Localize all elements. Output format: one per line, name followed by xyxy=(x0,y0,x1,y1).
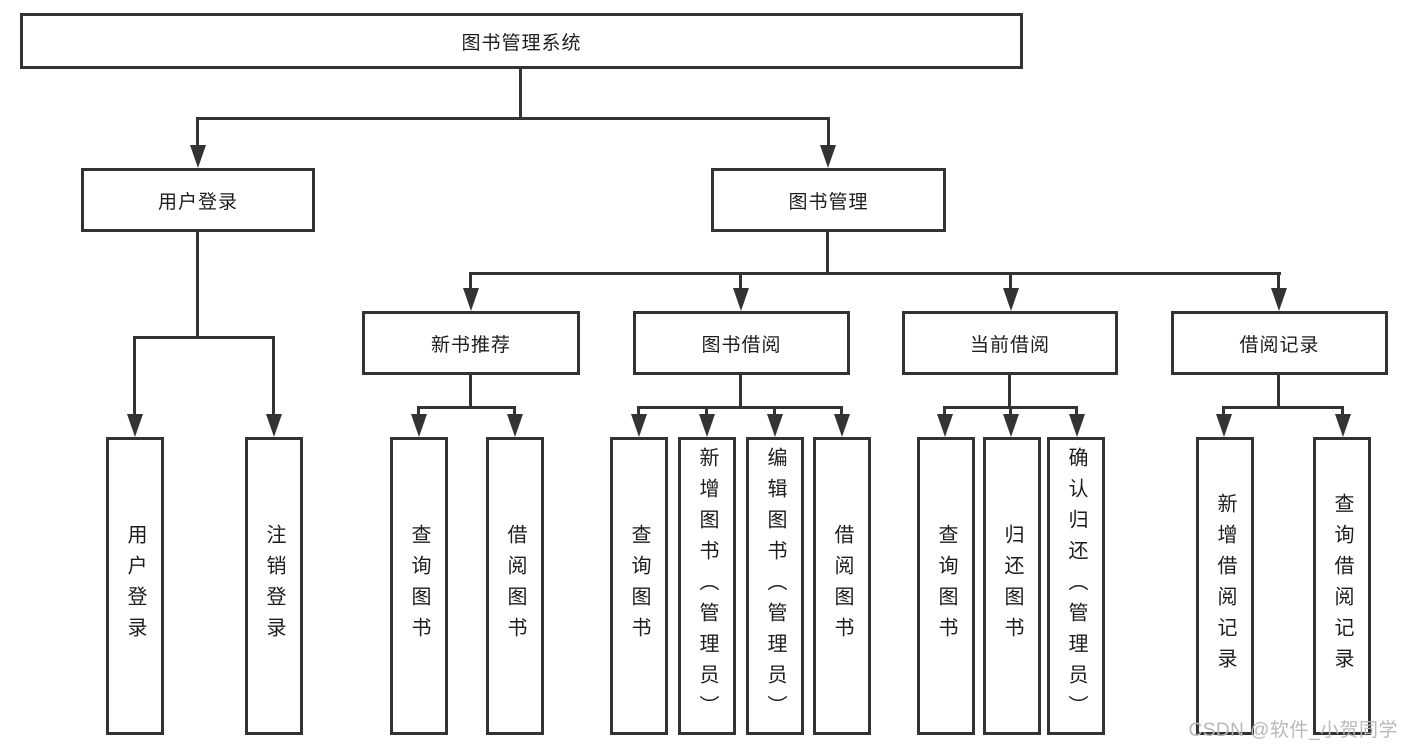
connector-line xyxy=(1009,272,1012,292)
connector-line xyxy=(1222,406,1225,418)
connector-line xyxy=(196,117,199,149)
connector-line xyxy=(739,374,742,408)
arrow-down-icon xyxy=(1003,288,1019,311)
node-current-borrowing: 当前借阅 xyxy=(902,311,1118,375)
arrow-down-icon xyxy=(733,288,749,311)
node-label: 归还图书 xyxy=(1001,524,1023,648)
node-label: 新增图书（管理员） xyxy=(696,446,718,726)
arrow-down-icon xyxy=(1003,414,1019,437)
node-label: 编辑图书（管理员） xyxy=(764,446,786,726)
node-new-book-recommendation: 新书推荐 xyxy=(362,311,580,375)
arrow-down-icon xyxy=(767,414,783,437)
arrow-down-icon xyxy=(127,414,143,437)
node-book-management: 图书管理 xyxy=(711,168,946,232)
arrow-down-icon xyxy=(820,145,836,168)
connector-line xyxy=(469,272,1281,275)
node-label: 确认归还（管理员） xyxy=(1065,446,1087,726)
connector-line xyxy=(840,406,843,418)
connector-line xyxy=(133,336,136,416)
leaf-borrow-books-recommend: 借阅图书 xyxy=(486,437,544,735)
connector-line xyxy=(1341,406,1344,418)
leaf-add-borrow-record: 新增借阅记录 xyxy=(1196,437,1254,735)
node-label: 用户登录 xyxy=(157,191,238,213)
arrow-down-icon xyxy=(631,414,647,437)
arrow-down-icon xyxy=(1335,414,1351,437)
connector-line xyxy=(943,406,946,418)
node-label: 新书推荐 xyxy=(430,334,511,356)
connector-line xyxy=(272,336,275,416)
arrow-down-icon xyxy=(507,414,523,437)
connector-line xyxy=(469,272,472,292)
csdn-watermark: CSDN @软件_小贺同学 xyxy=(1188,720,1398,741)
leaf-confirm-return-admin: 确认归还（管理员） xyxy=(1047,437,1105,735)
node-library-management-system: 图书管理系统 xyxy=(20,13,1023,69)
connector-line xyxy=(773,406,776,418)
arrow-down-icon xyxy=(266,414,282,437)
arrow-down-icon xyxy=(1069,414,1085,437)
arrow-down-icon xyxy=(699,414,715,437)
leaf-borrow-books-borrowing: 借阅图书 xyxy=(813,437,871,735)
connector-line xyxy=(637,406,843,409)
arrow-down-icon xyxy=(190,145,206,168)
arrow-down-icon xyxy=(463,288,479,311)
leaf-user-login: 用户登录 xyxy=(106,437,164,735)
leaf-query-books-current: 查询图书 xyxy=(917,437,975,735)
node-label: 注销登录 xyxy=(263,524,285,648)
node-user-login: 用户登录 xyxy=(81,168,315,232)
node-label: 查询图书 xyxy=(408,524,430,648)
arrow-down-icon xyxy=(411,414,427,437)
leaf-edit-books-admin: 编辑图书（管理员） xyxy=(746,437,804,735)
connector-line xyxy=(705,406,708,418)
node-label: 查询图书 xyxy=(628,524,650,648)
node-label: 图书管理 xyxy=(788,191,869,213)
arrow-down-icon xyxy=(937,414,953,437)
connector-line xyxy=(1222,406,1344,409)
connector-line xyxy=(196,231,199,338)
connector-line xyxy=(1277,272,1280,292)
node-label: 借阅图书 xyxy=(504,524,526,648)
node-label: 查询借阅记录 xyxy=(1331,493,1353,679)
node-label: 借阅图书 xyxy=(831,524,853,648)
arrow-down-icon xyxy=(1271,288,1287,311)
leaf-add-books-admin: 新增图书（管理员） xyxy=(678,437,736,735)
connector-line xyxy=(739,272,742,292)
node-label: 图书借阅 xyxy=(701,334,782,356)
leaf-query-books-recommend: 查询图书 xyxy=(390,437,448,735)
node-label: 当前借阅 xyxy=(969,334,1050,356)
node-borrowing-records: 借阅记录 xyxy=(1171,311,1388,375)
connector-line xyxy=(133,336,275,339)
connector-line xyxy=(826,231,829,274)
arrow-down-icon xyxy=(834,414,850,437)
leaf-return-books: 归还图书 xyxy=(983,437,1041,735)
connector-line xyxy=(1008,374,1011,408)
connector-line xyxy=(637,406,640,418)
node-label: 用户登录 xyxy=(124,524,146,648)
connector-line xyxy=(1075,406,1078,418)
connector-line xyxy=(513,406,516,418)
node-label: 借阅记录 xyxy=(1239,334,1320,356)
arrow-down-icon xyxy=(1216,414,1232,437)
connector-line xyxy=(469,374,472,408)
connector-line xyxy=(1009,406,1012,418)
leaf-query-books-borrowing: 查询图书 xyxy=(610,437,668,735)
leaf-logout: 注销登录 xyxy=(245,437,303,735)
leaf-query-borrow-record: 查询借阅记录 xyxy=(1313,437,1371,735)
connector-line xyxy=(196,117,830,120)
node-label: 新增借阅记录 xyxy=(1214,493,1236,679)
connector-line xyxy=(1277,374,1280,408)
node-label: 查询图书 xyxy=(935,524,957,648)
connector-line xyxy=(519,68,522,118)
connector-line xyxy=(417,406,516,409)
node-label: 图书管理系统 xyxy=(461,32,582,54)
connector-line xyxy=(417,406,420,418)
node-book-borrowing: 图书借阅 xyxy=(633,311,850,375)
connector-line xyxy=(827,117,830,149)
